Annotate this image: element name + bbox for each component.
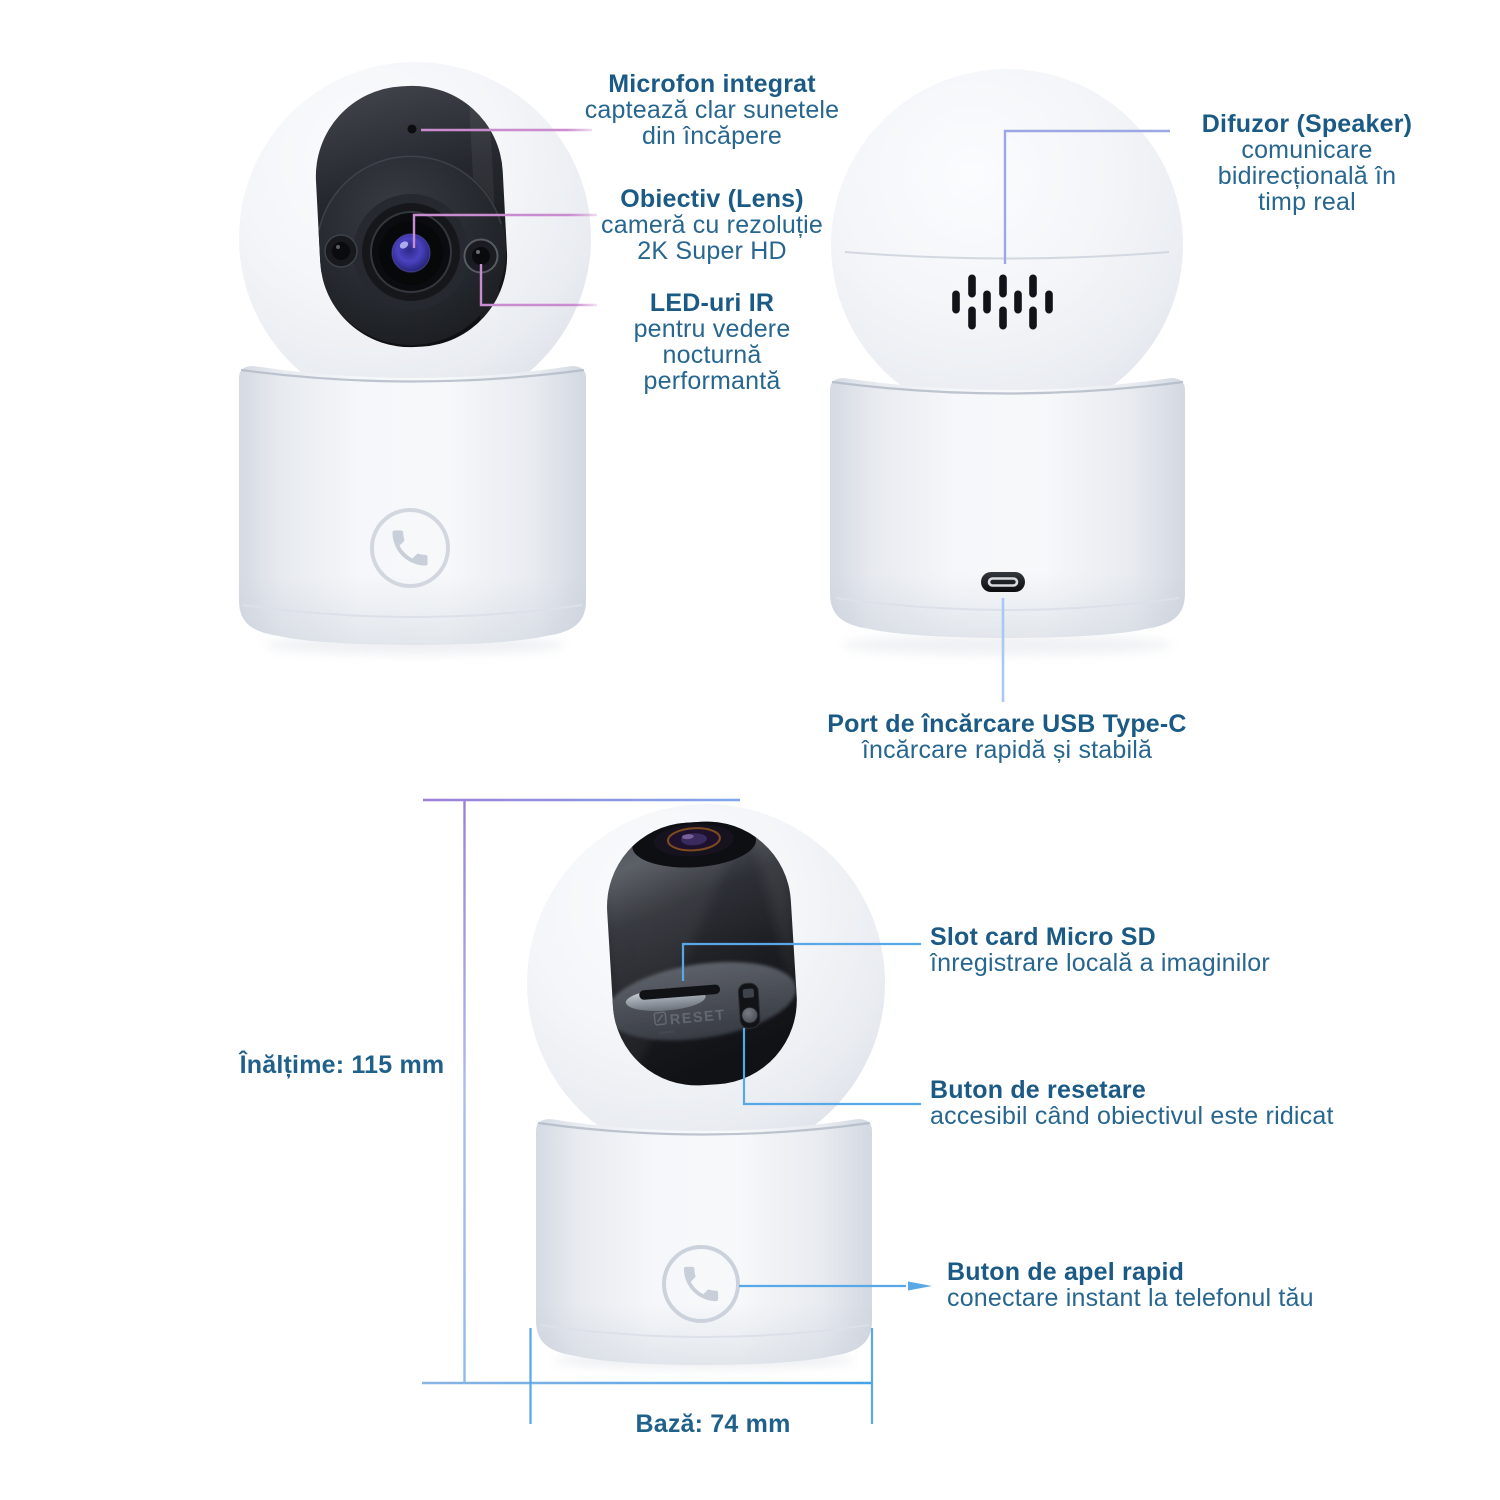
open-base-foot-seam [539, 1324, 870, 1338]
height-dimension-label: Înălțime: 115 mm [239, 1051, 445, 1079]
annotation-usb-port-title: Port de încărcare USB Type-C [827, 710, 1187, 738]
reset-engraving-dash [659, 1030, 675, 1035]
annotation-ir-leds: LED-uri IR pentru vedere nocturnă perfor… [552, 290, 872, 394]
speaker-hole [1014, 290, 1022, 314]
speaker-hole [968, 274, 976, 298]
leader-speaker [1003, 129, 1170, 264]
annotation-ir-leds-line: performantă [643, 367, 781, 395]
back-base-bottom-shade [830, 378, 1185, 638]
usb-port-housing [981, 572, 1025, 592]
call-button-front[interactable] [370, 508, 450, 588]
open-neck-seam [537, 1121, 871, 1136]
open-opening-internals: RESET [602, 816, 797, 1091]
annotation-ir-leds-title: LED-uri IR [649, 289, 775, 317]
usb-c-port[interactable] [981, 572, 1025, 592]
annotation-microphone-line: captează clar sunetele [584, 96, 840, 124]
back-neck-seam [831, 380, 1184, 395]
annotation-lens-line: cameră cu rezoluție [601, 211, 823, 239]
annotation-sd-slot: Slot card Micro SD înregistrare locală a… [930, 924, 1370, 976]
reset-engraving: RESET [653, 1007, 726, 1035]
micro-sd-slot[interactable] [625, 984, 721, 1013]
front-panel-internals [316, 124, 506, 345]
sd-slot-opening [639, 984, 721, 1000]
open-base-bottom-shade [536, 1119, 872, 1365]
annotation-ir-leds-line: pentru vedere [633, 315, 791, 343]
lens-glass-ring [391, 233, 431, 273]
leader-sd-slot [681, 942, 921, 981]
annotation-lens: Obiectiv (Lens) cameră cu rezoluție 2K S… [552, 186, 872, 264]
back-head-sphere [831, 69, 1183, 421]
annotation-reset-button-line: accesibil când obiectivul este ridicat [930, 1102, 1334, 1130]
reset-engraving-text: RESET [669, 1007, 726, 1028]
annotation-reset-button: Buton de resetare accesibil când obiecti… [930, 1077, 1450, 1129]
phone-icon [392, 530, 428, 566]
camera-open-view: RESET [527, 804, 885, 1369]
back-base-foot-seam [835, 597, 1180, 611]
annotation-speaker: Difuzor (Speaker) comunicare bidirecțion… [1167, 111, 1447, 215]
annotation-usb-port-line: încărcare rapidă și stabilă [861, 736, 1153, 764]
speaker-hole [968, 306, 976, 330]
annotation-sd-slot-line: înregistrare locală a imaginilor [930, 949, 1270, 977]
speaker-hole [1029, 306, 1037, 330]
call-button-ring-open [662, 1245, 740, 1323]
annotation-sd-slot-title: Slot card Micro SD [930, 923, 1156, 951]
annotation-speaker-line: timp real [1258, 188, 1356, 216]
annotation-ir-leds-line: nocturnă [662, 341, 762, 369]
ir-led-right-glint [476, 250, 480, 254]
annotation-call-button-line: conectare instant la telefonul tău [947, 1284, 1314, 1312]
camera-back-view [830, 69, 1185, 655]
camera-front-view [239, 62, 591, 654]
annotation-microphone-title: Microfon integrat [608, 70, 816, 98]
front-base-bottom-shade [239, 366, 586, 645]
reset-engraving-icon [653, 1011, 667, 1026]
speaker-hole [1029, 274, 1037, 298]
annotation-call-button-title: Buton de apel rapid [947, 1258, 1185, 1286]
annotation-speaker-line: comunicare [1241, 136, 1373, 164]
reset-button[interactable] [737, 982, 761, 1029]
annotation-lens-line: 2K Super HD [637, 237, 787, 265]
back-head-seam [844, 251, 1170, 260]
speaker-hole [983, 290, 991, 314]
phone-icon-open [683, 1266, 719, 1302]
annotation-call-button: Buton de apel rapid conectare instant la… [947, 1259, 1467, 1311]
annotation-reset-button-title: Buton de resetare [930, 1076, 1146, 1104]
reset-button-cap [741, 1006, 759, 1024]
annotation-speaker-line: bidirecțională în [1217, 162, 1397, 190]
lens-glint [399, 241, 409, 249]
back-ground-shadow [842, 635, 1172, 655]
speaker-hole [952, 290, 960, 314]
front-base-foot-seam [242, 604, 583, 618]
camera-lens [353, 194, 469, 310]
call-button-open[interactable] [662, 1245, 740, 1323]
speaker-hole [1045, 290, 1053, 314]
front-recess-highlight [318, 155, 502, 231]
ir-led-left-glint [336, 245, 340, 249]
leader-ir-leds [479, 264, 597, 307]
speaker-holes [952, 274, 1053, 330]
call-button-ring [370, 508, 450, 588]
leader-reset [742, 1028, 921, 1106]
ir-led-left [324, 234, 358, 268]
leader-call-arrow [908, 1281, 932, 1291]
reset-button-clip [742, 988, 755, 998]
upward-lens [632, 819, 757, 868]
annotation-microphone-line: din încăpere [642, 122, 782, 150]
base-dimension-label: Bază: 74 mm [635, 1410, 791, 1438]
speaker-hole [999, 274, 1007, 298]
reset-engraving-icon-arrow [656, 1014, 664, 1023]
microphone-hole [407, 124, 417, 134]
usb-port-slot [987, 577, 1019, 587]
leader-lens [412, 213, 597, 248]
annotation-microphone: Microfon integrat captează clar sunetele… [552, 71, 872, 149]
annotation-lens-title: Obiectiv (Lens) [620, 185, 804, 213]
annotation-speaker-title: Difuzor (Speaker) [1201, 110, 1413, 138]
speaker-hole [999, 306, 1007, 330]
upward-lens-glint [681, 834, 694, 840]
front-neck-seam [240, 368, 585, 383]
annotation-usb-port: Port de încărcare USB Type-C încărcare r… [807, 711, 1207, 763]
